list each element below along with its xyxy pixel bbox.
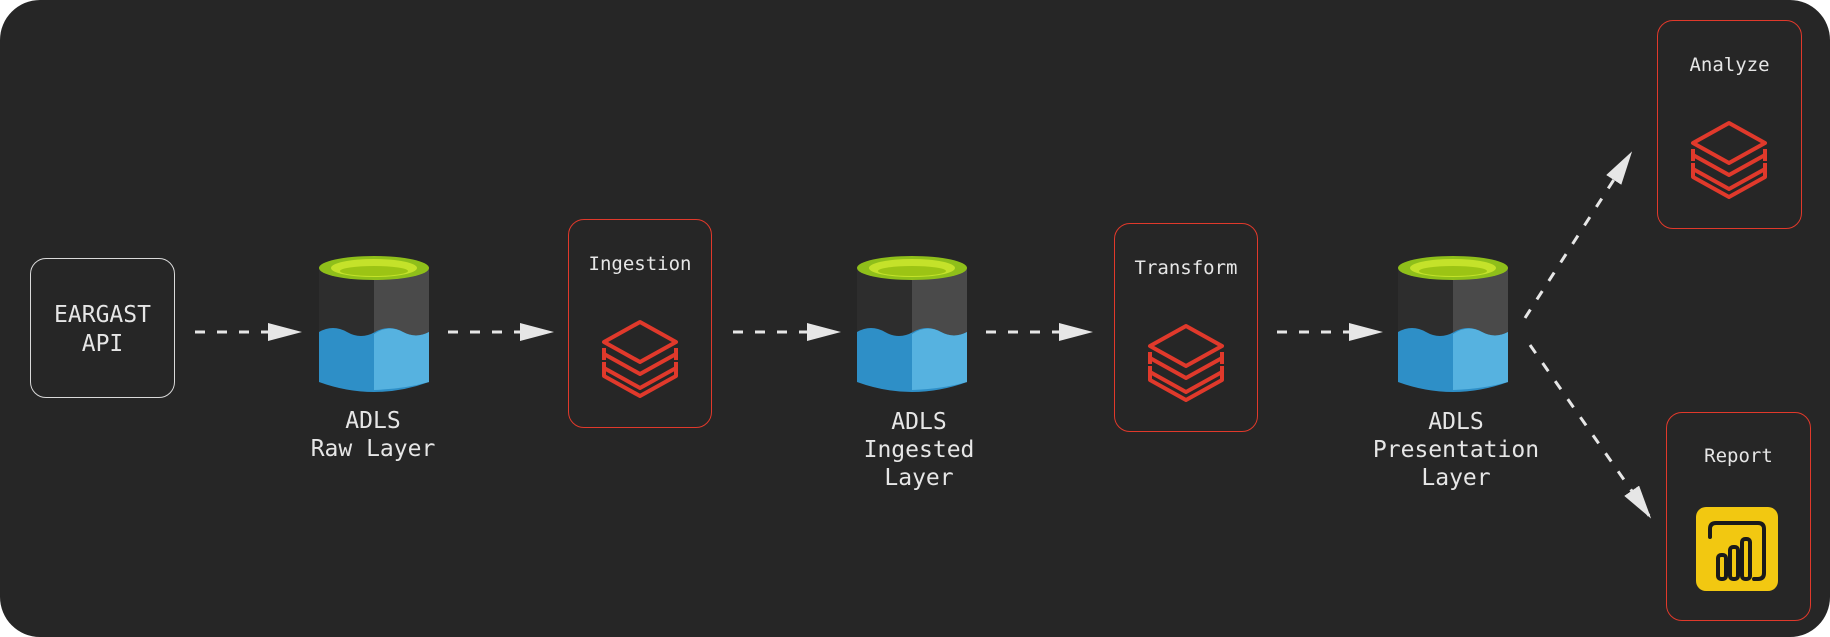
process-box-analyze: Analyze	[1657, 20, 1802, 229]
process-title-ingestion: Ingestion	[588, 253, 692, 275]
storage-label-ingested: ADLS Ingested Layer	[863, 409, 975, 491]
adls-storage-icon	[857, 256, 967, 392]
process-box-transform: Transform	[1114, 223, 1258, 432]
databricks-icon	[1148, 324, 1224, 402]
source-label: EARGAST API	[54, 302, 151, 357]
arrow-presentation-to-report	[1528, 344, 1652, 519]
powerbi-icon	[1696, 507, 1778, 591]
process-title-report: Report	[1704, 445, 1773, 467]
process-box-ingestion: Ingestion	[568, 219, 712, 428]
storage-label-raw: ADLS Raw Layer	[310, 408, 436, 462]
databricks-icon	[1691, 121, 1767, 199]
process-title-analyze: Analyze	[1689, 54, 1770, 76]
process-title-transform: Transform	[1134, 257, 1238, 279]
storage-label-presentation: ADLS Presentation Layer	[1372, 409, 1540, 491]
adls-storage-icon	[1398, 256, 1508, 392]
source-box-eargast-api: EARGAST API	[30, 258, 175, 398]
process-box-report: Report	[1666, 412, 1811, 621]
adls-storage-icon	[319, 256, 429, 392]
databricks-icon	[602, 320, 678, 398]
arrow-presentation-to-analyze	[1523, 151, 1633, 319]
